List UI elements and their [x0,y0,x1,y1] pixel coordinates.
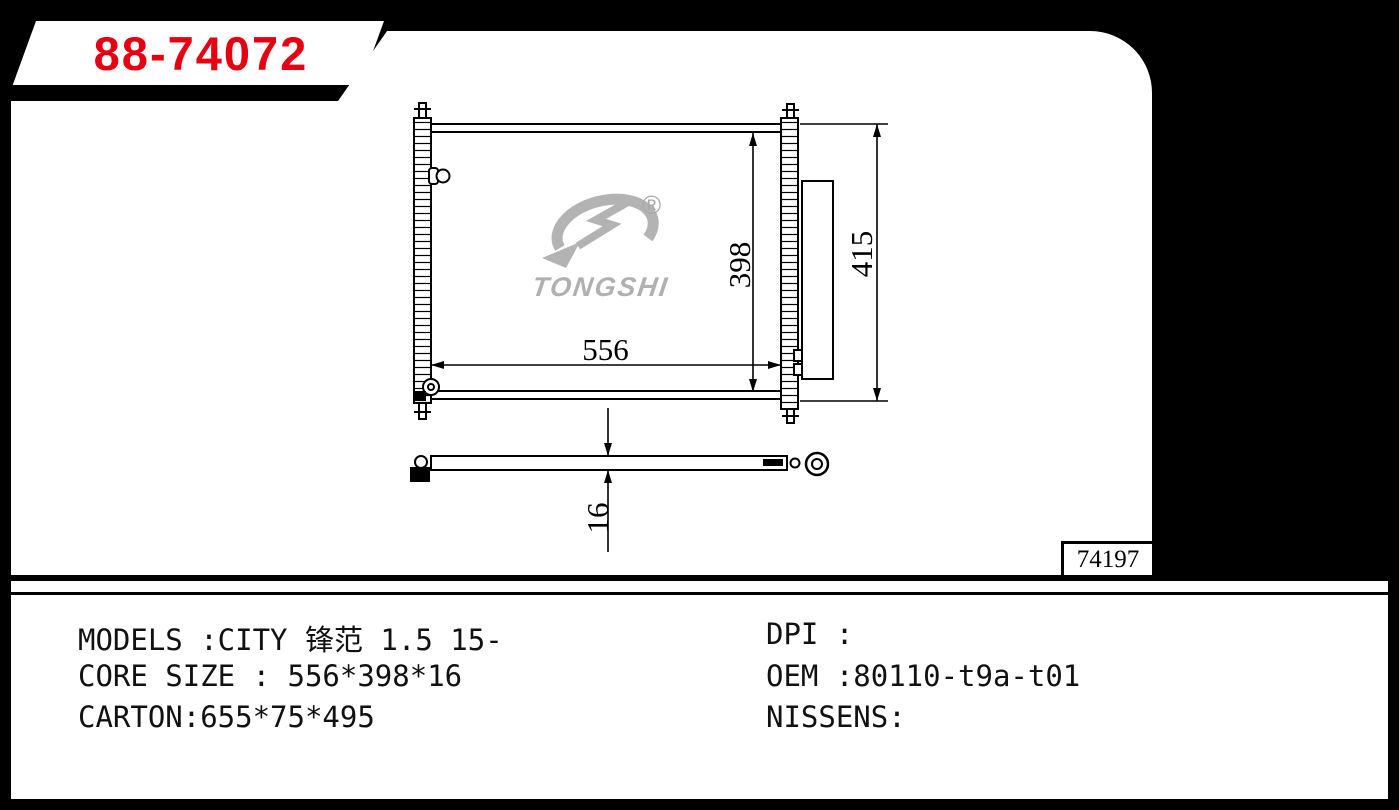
spec-nissens: NISSENS: [766,700,906,734]
sheet-number: 74197 [1076,545,1140,573]
registered-trademark-icon: ® [642,190,662,220]
condenser-front-view [413,102,834,424]
dimension-thickness-label: 16 [580,502,615,534]
tongshi-wordmark: TONGSHI [530,272,671,302]
part-number-banner: 88-74072 [6,4,406,101]
spec-dpi: DPI : [766,617,854,651]
spec-core-size: CORE SIZE : 556*398*16 [78,659,463,693]
spec-models: MODELS :CITY 锋范 1.5 15- [78,623,503,657]
drawing-sheet [8,28,1155,578]
spec-carton: CARTON:655*75*495 [78,700,375,734]
spec-sheet: MODELS :CITY 锋范 1.5 15- CORE SIZE : 556*… [8,578,1391,802]
spec-oem: OEM :80110-t9a-t01 [766,659,1081,693]
dimension-overall-height-label: 415 [844,230,879,278]
condenser-side-view [410,451,830,482]
dimension-core-height-label: 398 [722,241,757,289]
separator-line [11,592,1388,595]
part-number: 88-74072 [93,27,309,80]
dimension-lines [431,123,888,552]
sheet-number-box: 74197 [1061,541,1155,578]
tongshi-logo-icon [542,193,659,268]
dimension-width-label: 556 [582,332,629,367]
